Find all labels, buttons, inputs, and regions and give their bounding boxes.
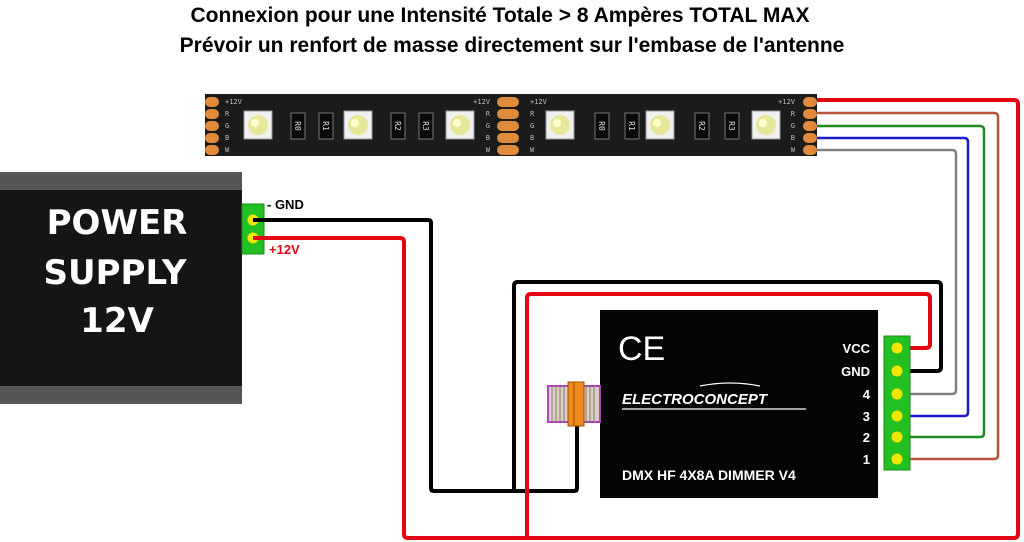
pin-label-vcc: VCC: [843, 341, 871, 356]
pad-label-w: W: [791, 146, 796, 154]
psu-terminal-block: [241, 203, 265, 255]
brand-logo: ELECTROCONCEPT: [622, 391, 769, 408]
pad-label-12v: +12V: [778, 98, 796, 106]
gnd-wire-psu: [253, 218, 579, 493]
brand-swoosh: [699, 382, 761, 387]
pad-label-w: W: [486, 146, 491, 154]
pad-label-w: W: [225, 146, 230, 154]
dimmer-gnd-wire: [512, 280, 943, 491]
copper-pad: [497, 97, 519, 107]
pad-label-g: G: [791, 122, 795, 130]
pad-label-12v: +12V: [530, 98, 548, 106]
resistor-label: R3: [421, 121, 430, 131]
resistor: [290, 112, 306, 140]
resistor: [694, 112, 710, 140]
resistor: [724, 112, 740, 140]
ce-mark: CE: [618, 330, 665, 368]
copper-pad: [803, 145, 817, 155]
pad-label-r: R: [530, 110, 535, 118]
resistor: [390, 112, 406, 140]
psu-label-line2: SUPPLY: [44, 253, 187, 293]
resistor: [594, 112, 610, 140]
plus12v-wire-psu: [253, 98, 1020, 540]
resistor-label: R3: [727, 121, 736, 131]
white-channel-wire: [812, 148, 958, 396]
pad-label-b: B: [486, 134, 490, 142]
resistor-label: R1: [627, 121, 636, 131]
copper-pad: [497, 133, 519, 143]
copper-pad: [205, 145, 219, 155]
copper-pad: [497, 121, 519, 131]
resistor-label: R2: [697, 121, 706, 131]
copper-pad: [205, 121, 219, 131]
plus12v-label: +12V: [269, 242, 300, 257]
vcc-wire: [525, 292, 932, 538]
terminal-screw-4: [891, 388, 903, 400]
pad-label-w: W: [530, 146, 535, 154]
led-die: [759, 119, 767, 127]
psu-label-line3: 12V: [80, 301, 154, 341]
copper-pad: [205, 133, 219, 143]
pin-label-3: 3: [863, 409, 870, 424]
resistor-label: R0: [293, 121, 302, 131]
dimmer-module: CE ELECTROCONCEPT DMX HF 4X8A DIMMER V4: [600, 310, 878, 498]
pad-label-12v: +12V: [225, 98, 243, 106]
model-label: DMX HF 4X8A DIMMER V4: [622, 467, 796, 483]
terminal-screw-2: [891, 431, 903, 443]
pad-label-g: G: [225, 122, 229, 130]
gnd-label: - GND: [267, 197, 304, 212]
copper-pad: [803, 121, 817, 131]
pin-label-1: 1: [863, 452, 870, 467]
green-channel-wire: [812, 124, 986, 439]
led-die: [453, 119, 461, 127]
copper-pad: [205, 97, 219, 107]
copper-pad: [497, 145, 519, 155]
pin-label-2: 2: [863, 430, 870, 445]
dimmer-pin-labels: VCC GND 4 3 2 1: [841, 341, 871, 467]
pad-label-g: G: [530, 122, 534, 130]
copper-pad: [803, 109, 817, 119]
terminal-screw-1: [891, 453, 903, 465]
terminal-screw-gnd: [891, 365, 903, 377]
pad-label-r: R: [486, 110, 491, 118]
copper-pad: [803, 97, 817, 107]
power-supply: POWER SUPPLY 12V: [0, 172, 242, 404]
pad-label-b: B: [225, 134, 229, 142]
pin-label-gnd: GND: [841, 364, 870, 379]
terminal-screw-vcc: [891, 342, 903, 354]
pad-label-r: R: [791, 110, 796, 118]
led-die: [653, 119, 661, 127]
copper-pad: [205, 109, 219, 119]
title-line-2: Prévoir un renfort de masse directement …: [179, 34, 845, 57]
blue-channel-wire: [812, 136, 970, 418]
dimmer-terminal-block: [883, 335, 911, 471]
psu-label-line1: POWER: [47, 203, 188, 243]
pad-label-b: B: [530, 134, 534, 142]
pad-label-g: G: [486, 122, 490, 130]
dimmer-terminal-screws: [891, 342, 903, 465]
resistor-label: R0: [597, 121, 606, 131]
red-channel-wire: [812, 111, 1000, 461]
terminal-screw-3: [891, 410, 903, 422]
resistor-label: R1: [321, 121, 330, 131]
led-die: [553, 119, 561, 127]
resistor: [418, 112, 434, 140]
pin-label-4: 4: [863, 387, 871, 402]
resistor: [624, 112, 640, 140]
pad-label-12v: +12V: [473, 98, 491, 106]
copper-pad: [497, 109, 519, 119]
resistor: [318, 112, 334, 140]
antenna-nut: [567, 381, 585, 427]
resistor-label: R2: [393, 121, 402, 131]
title-line-1: Connexion pour une Intensité Totale > 8 …: [190, 4, 810, 27]
antenna-connector: [547, 381, 601, 427]
led-die: [251, 119, 259, 127]
pad-label-b: B: [791, 134, 795, 142]
led-die: [351, 119, 359, 127]
copper-pad: [803, 133, 817, 143]
pad-label-r: R: [225, 110, 230, 118]
